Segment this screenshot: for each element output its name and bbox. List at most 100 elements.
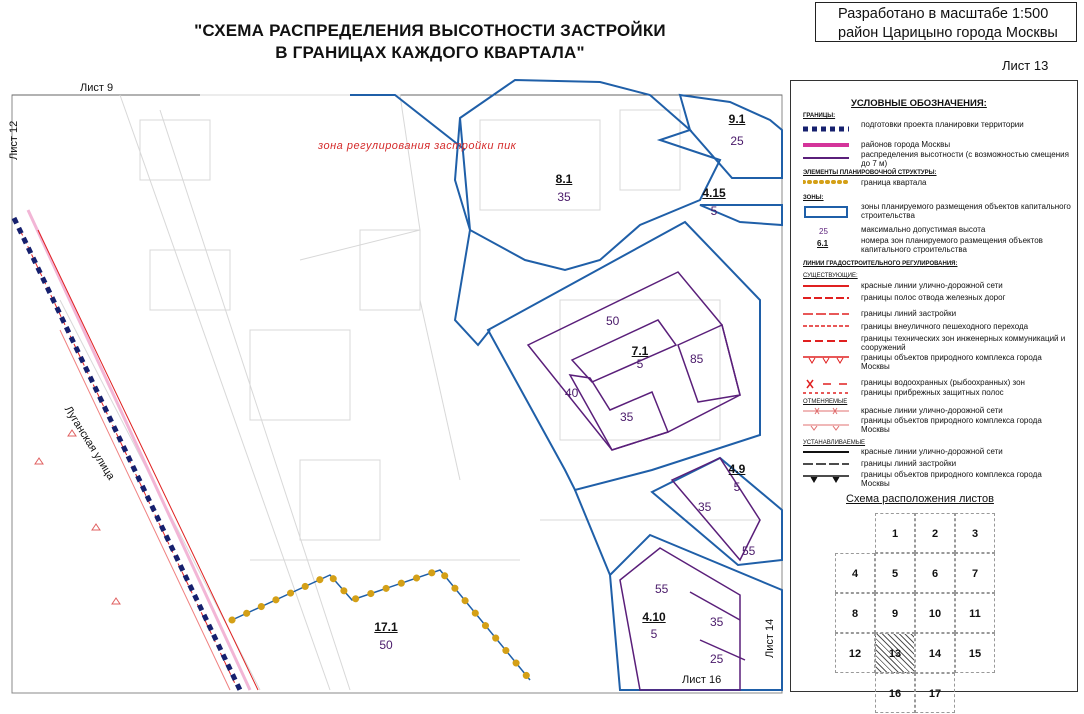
legend-symbol-set-nature	[803, 475, 849, 483]
zone-4-10-number: 4.10	[642, 610, 666, 624]
sheet-12-label: Лист 12	[8, 120, 20, 160]
sheet-cell: 16	[875, 673, 915, 713]
zone-4-10-height: 5	[650, 627, 658, 641]
zone-4-15-height: 5	[710, 204, 718, 218]
legend-section-lines: ЛИНИИ ГРАДОСТРОИТЕЛЬНОГО РЕГУЛИРОВАНИЯ:	[803, 261, 958, 267]
triangles-markers	[34, 429, 121, 605]
zone-9-1-height: 25	[730, 134, 744, 148]
legend-item: границы объектов природного комплекса го…	[861, 416, 1042, 434]
legend-panel: УСЛОВНЫЕ ОБОЗНАЧЕНИЯ: ГРАНИЦЫ: подготовк…	[790, 80, 1078, 713]
zone-regulation-note: зона регулирования застройки пик	[318, 140, 517, 152]
legend-item: границы внеуличного пешеходного перехода	[861, 322, 1029, 331]
legend-symbol-block	[803, 180, 849, 184]
legend-title: УСЛОВНЫЕ ОБОЗНАЧЕНИЯ:	[851, 98, 987, 109]
sheet-layout-title: Схема расположения листов	[846, 493, 994, 505]
legend-section-elements: ЭЛЕМЕНТЫ ПЛАНИРОВОЧНОЙ СТРУКТУРЫ:	[803, 170, 937, 176]
legend-section-zones: ЗОНЫ:	[803, 195, 824, 201]
scale-line-1: Разработано в масштабе 1:500	[838, 6, 1049, 22]
sheet-cell: 15	[955, 633, 995, 673]
legend-symbol-building-line	[803, 313, 849, 315]
height-label: 55	[742, 544, 756, 558]
height-label: 55	[655, 582, 669, 596]
legend-symbol-cancel-red	[803, 407, 849, 415]
zone-7-1-height: 5	[636, 357, 644, 371]
sheet-cell-current: 13	[875, 633, 915, 673]
height-contours	[526, 271, 761, 691]
sheet-cell: 10	[915, 593, 955, 633]
legend-symbol-district	[803, 143, 849, 147]
legend-symbol-red-line	[803, 285, 849, 287]
legend-section-borders: ГРАНИЦЫ:	[803, 113, 836, 119]
height-label: 35	[698, 500, 712, 514]
sheet-cell: 3	[955, 513, 995, 553]
legend-symbol-max-height: 25	[819, 227, 828, 236]
title-line-1: "СХЕМА РАСПРЕДЕЛЕНИЯ ВЫСОТНОСТИ ЗАСТРОЙК…	[194, 21, 666, 40]
zone-4-15-number: 4.15	[702, 186, 726, 200]
legend-item: границы прибрежных защитных полос	[861, 388, 1004, 397]
legend-item: границы водоохранных (рыбоохранных) зон	[861, 378, 1025, 387]
legend-symbol-crossing	[803, 325, 849, 327]
legend-item: максимально допустимая высота	[861, 225, 986, 234]
sheet-cell: 17	[915, 673, 955, 713]
sheet-cell: 4	[835, 553, 875, 593]
zone-outlines	[350, 78, 783, 691]
height-label: 40	[565, 386, 579, 400]
sheet-16-label: Лист 16	[682, 674, 722, 686]
legend-section-cancel: ОТМЕНЯЕМЫЕ	[803, 399, 848, 405]
zone-4-9-height: 5	[733, 480, 741, 494]
legend-item: красные линии улично-дорожной сети	[861, 447, 1003, 456]
legend-symbol-set-building	[803, 463, 849, 465]
zone-17-1-number: 17.1	[374, 620, 398, 634]
current-sheet-label: Лист 13	[1002, 58, 1049, 73]
legend-symbol-coast	[803, 392, 849, 394]
legend-section-existing: СУЩЕСТВУЮЩИЕ:	[803, 273, 858, 279]
scale-box: Разработано в масштабе 1:500 район Цариц…	[815, 2, 1077, 42]
legend-item: подготовки проекта планировки территории	[861, 120, 1024, 129]
district-border	[26, 209, 252, 691]
sheet-cell: 12	[835, 633, 875, 673]
legend-symbol-tech-zone	[803, 340, 849, 342]
sheet-cell: 1	[875, 513, 915, 553]
legend-item: границы линий застройки	[861, 459, 957, 468]
legend-symbol-water	[806, 379, 847, 389]
base-map-lines	[59, 94, 760, 691]
legend-item: границы объектов природного комплекса го…	[861, 353, 1042, 371]
height-label: 25	[710, 652, 724, 666]
legend-item: границы линий застройки	[861, 309, 957, 318]
legend-item: красные линии улично-дорожной сети	[861, 281, 1003, 290]
legend-item: распределения высотности (с возможностью…	[861, 150, 1069, 168]
map-frame	[11, 94, 783, 694]
sheet-cell: 9	[875, 593, 915, 633]
scale-line-2: район Царицыно города Москвы	[838, 25, 1058, 41]
zone-8-1-number: 8.1	[555, 172, 573, 186]
legend-item: красные линии улично-дорожной сети	[861, 406, 1003, 415]
legend-item: граница квартала	[861, 178, 927, 187]
sheet-9-label: Лист 9	[80, 82, 114, 94]
height-label: 35	[620, 410, 634, 424]
page-title: "СХЕМА РАСПРЕДЕЛЕНИЯ ВЫСОТНОСТИ ЗАСТРОЙК…	[150, 20, 710, 64]
zone-7-1-number: 7.1	[631, 344, 649, 358]
block-border	[228, 565, 534, 684]
zone-8-1-height: 35	[557, 190, 571, 204]
zone-9-1-number: 9.1	[728, 112, 746, 126]
legend-symbol-zone-number: 6.1	[817, 239, 829, 248]
sheet-cell: 5	[875, 553, 915, 593]
height-label: 35	[710, 615, 724, 629]
legend-symbol-zone	[804, 206, 848, 218]
legend-section-set: УСТАНАВЛИВАЕМЫЕ	[803, 440, 866, 446]
legend-symbol-nature	[803, 356, 849, 364]
legend-item: границы объектов природного комплекса го…	[861, 470, 1042, 488]
legend-symbol-set-red	[803, 451, 849, 453]
project-border	[11, 216, 243, 692]
legend-item: районов города Москвы	[861, 140, 951, 149]
legend-item: границы полос отвода железных дорог	[861, 293, 1006, 302]
legend-symbol-cancel-nature	[803, 424, 849, 431]
height-label: 50	[606, 314, 620, 328]
legend-symbol-rail	[803, 297, 849, 299]
sheet-cell: 6	[915, 553, 955, 593]
legend-symbol-height	[803, 157, 849, 159]
sheet-cell: 8	[835, 593, 875, 633]
sheet-cell: 2	[915, 513, 955, 553]
sheet-cell: 7	[955, 553, 995, 593]
